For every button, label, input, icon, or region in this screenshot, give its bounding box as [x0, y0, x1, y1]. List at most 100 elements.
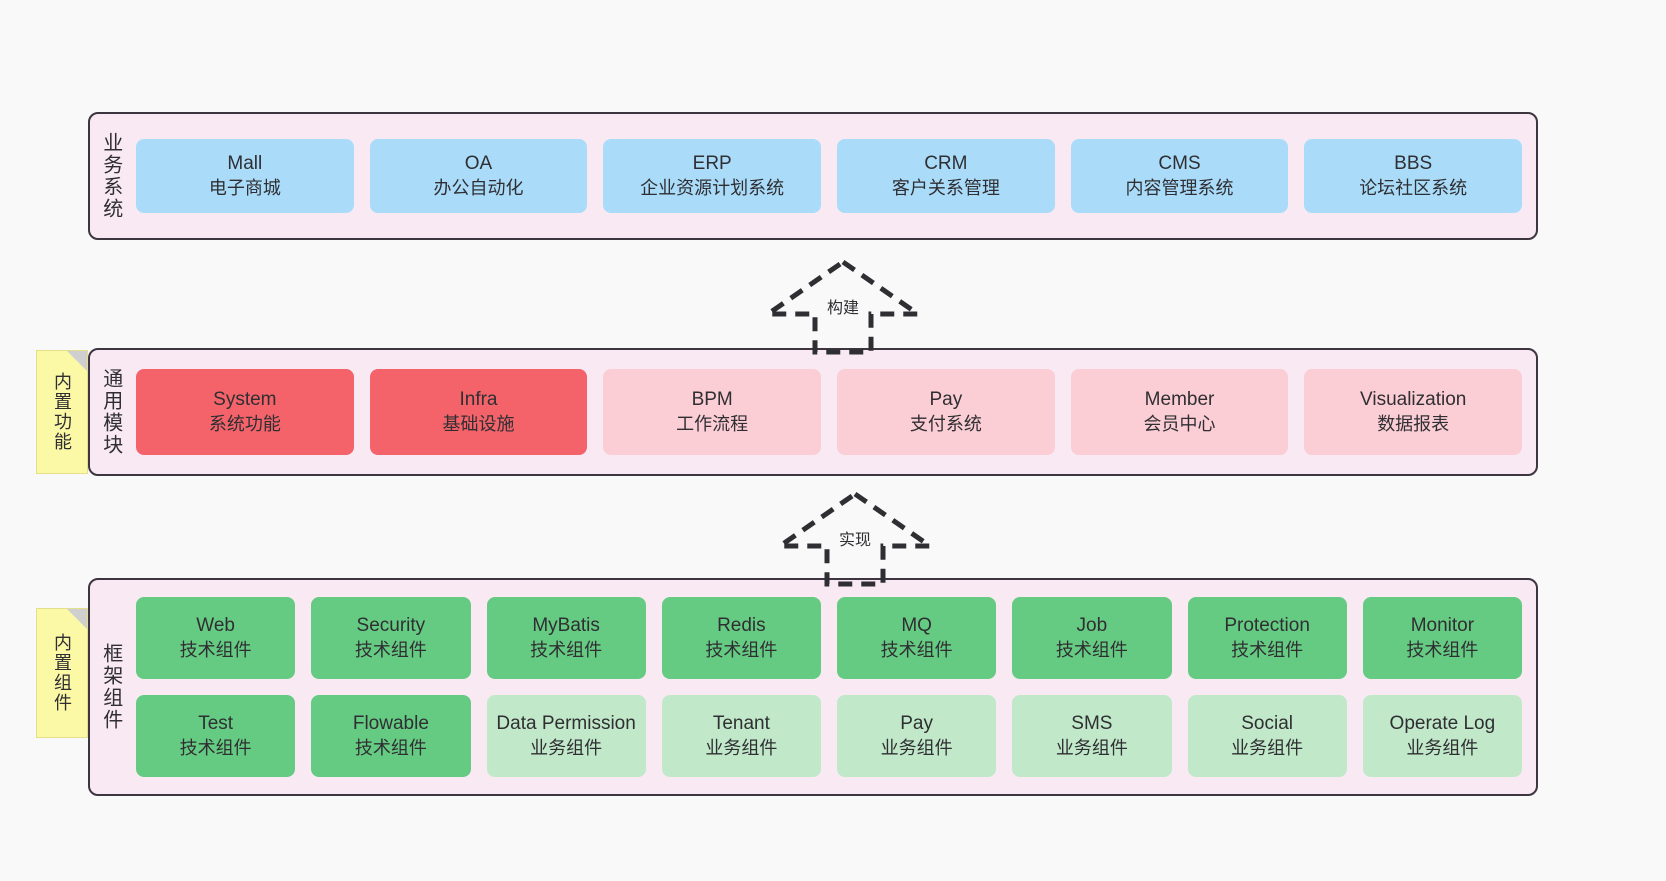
card-social[interactable]: Social 业务组件 — [1187, 695, 1347, 777]
layer-common-modules: 通用模块 System 系统功能 Infra 基础设施 BPM 工作流程 Pay… — [88, 348, 1538, 476]
card-code: MQ — [901, 615, 932, 637]
card-code: System — [213, 389, 277, 411]
card-code: BBS — [1394, 153, 1433, 175]
card-code: Test — [198, 713, 234, 735]
card-code: Operate Log — [1389, 713, 1496, 735]
build-arrow: 构建 — [758, 256, 928, 356]
card-bpm[interactable]: BPM 工作流程 — [603, 369, 822, 455]
card-code: Infra — [459, 389, 498, 411]
card-code: Visualization — [1360, 389, 1467, 411]
layer-body-business: Mall 电子商城 OA 办公自动化 ERP 企业资源计划系统 CRM 客户关系… — [130, 114, 1536, 238]
card-erp[interactable]: ERP 企业资源计划系统 — [603, 139, 822, 213]
card-code: OA — [464, 153, 493, 175]
card-tenant[interactable]: Tenant 业务组件 — [661, 695, 821, 777]
card-desc: 企业资源计划系统 — [640, 177, 785, 198]
card-desc: 技术组件 — [880, 639, 953, 660]
card-code: ERP — [692, 153, 732, 175]
card-code: Web — [196, 615, 235, 637]
card-cms[interactable]: CMS 内容管理系统 — [1070, 139, 1289, 213]
card-code: Data Permission — [496, 713, 636, 735]
card-visualization[interactable]: Visualization 数据报表 — [1304, 369, 1523, 455]
card-code: Job — [1076, 615, 1108, 637]
layer-title-modules: 通用模块 — [99, 368, 122, 456]
card-desc: 论坛社区系统 — [1359, 177, 1468, 198]
card-code: Flowable — [352, 713, 429, 735]
card-code: CMS — [1158, 153, 1201, 175]
card-desc: 电子商城 — [208, 177, 281, 198]
card-sms[interactable]: SMS 业务组件 — [1012, 695, 1172, 777]
card-bbs[interactable]: BBS 论坛社区系统 — [1304, 139, 1523, 213]
card-desc: 客户关系管理 — [891, 177, 1000, 198]
card-desc: 技术组件 — [354, 639, 427, 660]
card-flowable[interactable]: Flowable 技术组件 — [311, 695, 471, 777]
card-redis[interactable]: Redis 技术组件 — [661, 597, 821, 679]
layer-title-business: 业务系统 — [99, 132, 122, 220]
note-label: 内置组件 — [52, 633, 72, 713]
card-desc: 业务组件 — [1055, 737, 1128, 758]
card-security[interactable]: Security 技术组件 — [311, 597, 471, 679]
card-desc: 技术组件 — [530, 639, 603, 660]
card-desc: 业务组件 — [1231, 737, 1304, 758]
card-test[interactable]: Test 技术组件 — [136, 695, 296, 777]
card-desc: 支付系统 — [909, 413, 982, 434]
generalization-arrow-icon — [760, 258, 926, 355]
card-code: Member — [1144, 389, 1215, 411]
card-protection[interactable]: Protection 技术组件 — [1187, 597, 1347, 679]
card-desc: 办公自动化 — [433, 177, 524, 198]
card-desc: 系统功能 — [208, 413, 281, 434]
layer-title-framework: 框架组件 — [99, 643, 122, 731]
card-desc: 业务组件 — [530, 737, 603, 758]
card-web[interactable]: Web 技术组件 — [136, 597, 296, 679]
card-code: BPM — [691, 389, 733, 411]
card-code: SMS — [1071, 713, 1113, 735]
card-monitor[interactable]: Monitor 技术组件 — [1362, 597, 1522, 679]
layer-body-framework: Web 技术组件 Security 技术组件 MyBatis 技术组件 Redi… — [130, 580, 1536, 794]
card-row: System 系统功能 Infra 基础设施 BPM 工作流程 Pay 支付系统… — [136, 369, 1523, 455]
card-row: Mall 电子商城 OA 办公自动化 ERP 企业资源计划系统 CRM 客户关系… — [136, 139, 1523, 213]
card-job[interactable]: Job 技术组件 — [1012, 597, 1172, 679]
card-desc: 技术组件 — [179, 639, 252, 660]
card-row: Test 技术组件 Flowable 技术组件 Data Permission … — [136, 695, 1522, 777]
card-operate-log[interactable]: Operate Log 业务组件 — [1362, 695, 1522, 777]
card-desc: 内容管理系统 — [1125, 177, 1234, 198]
card-mybatis[interactable]: MyBatis 技术组件 — [486, 597, 646, 679]
card-desc: 技术组件 — [354, 737, 427, 758]
card-oa[interactable]: OA 办公自动化 — [369, 139, 588, 213]
card-desc: 技术组件 — [179, 737, 252, 758]
card-crm[interactable]: CRM 客户关系管理 — [837, 139, 1055, 213]
card-code: Pay — [900, 713, 933, 735]
card-code: Security — [356, 615, 426, 637]
implement-arrow: 实现 — [770, 488, 940, 588]
layer-business-systems: 业务系统 Mall 电子商城 OA 办公自动化 ERP 企业资源计划系统 CRM… — [88, 112, 1538, 240]
card-code: Mall — [227, 153, 263, 175]
card-desc: 业务组件 — [705, 737, 778, 758]
card-code: Protection — [1224, 615, 1310, 637]
card-code: Monitor — [1410, 615, 1475, 637]
card-pay[interactable]: Pay 支付系统 — [837, 369, 1055, 455]
card-infra[interactable]: Infra 基础设施 — [369, 369, 588, 455]
card-desc: 基础设施 — [442, 413, 515, 434]
card-desc: 技术组件 — [705, 639, 778, 660]
card-system[interactable]: System 系统功能 — [136, 369, 354, 455]
layer-body-modules: System 系统功能 Infra 基础设施 BPM 工作流程 Pay 支付系统… — [130, 350, 1536, 474]
card-member[interactable]: Member 会员中心 — [1070, 369, 1289, 455]
card-desc: 技术组件 — [1055, 639, 1128, 660]
card-pay-business[interactable]: Pay 业务组件 — [837, 695, 997, 777]
card-desc: 技术组件 — [1231, 639, 1304, 660]
card-desc: 数据报表 — [1377, 413, 1450, 434]
card-row: Web 技术组件 Security 技术组件 MyBatis 技术组件 Redi… — [136, 597, 1522, 679]
card-code: MyBatis — [532, 615, 600, 637]
card-mall[interactable]: Mall 电子商城 — [136, 139, 354, 213]
note-builtin-functions: 内置功能 — [36, 350, 88, 474]
card-desc: 业务组件 — [1406, 737, 1479, 758]
card-data-permission[interactable]: Data Permission 业务组件 — [486, 695, 646, 777]
card-code: Tenant — [712, 713, 770, 735]
layer-framework-components: 框架组件 Web 技术组件 Security 技术组件 MyBatis 技术组件… — [88, 578, 1538, 796]
card-code: Pay — [929, 389, 963, 411]
card-mq[interactable]: MQ 技术组件 — [837, 597, 997, 679]
card-code: Social — [1241, 713, 1293, 735]
card-desc: 业务组件 — [880, 737, 953, 758]
card-desc: 工作流程 — [676, 413, 749, 434]
card-desc: 技术组件 — [1406, 639, 1479, 660]
